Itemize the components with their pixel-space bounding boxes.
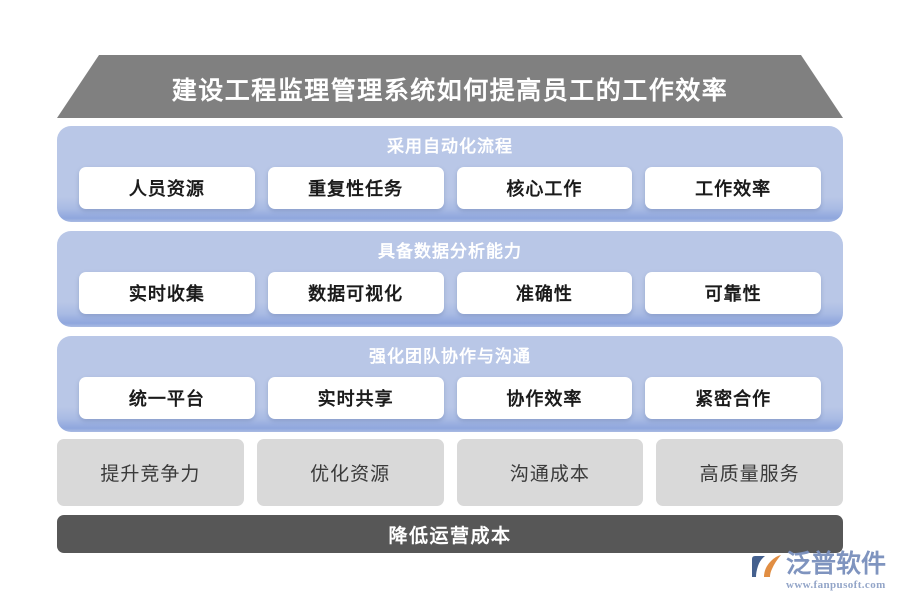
section-band-collaboration: 强化团队协作与沟通 统一平台 实时共享 协作效率 紧密合作 <box>57 336 843 432</box>
feature-card[interactable]: 协作效率 <box>456 377 633 419</box>
feature-card[interactable]: 紧密合作 <box>645 377 821 419</box>
section-title: 采用自动化流程 <box>387 137 513 156</box>
section-card-row: 统一平台 实时共享 协作效率 紧密合作 <box>79 377 821 419</box>
logo-name: 泛普软件 <box>785 551 886 578</box>
section-band-automation: 采用自动化流程 人员资源 重复性任务 核心工作 工作效率 <box>57 126 843 222</box>
section-card-row: 实时收集 数据可视化 准确性 可靠性 <box>79 272 821 314</box>
outcome-card-row: 提升竞争力 优化资源 沟通成本 高质量服务 <box>57 439 843 506</box>
feature-card[interactable]: 实时收集 <box>79 272 255 314</box>
footer-label: 降低运营成本 <box>388 525 512 547</box>
feature-card[interactable]: 实时共享 <box>267 377 444 419</box>
feature-card[interactable]: 人员资源 <box>79 167 255 209</box>
page-title: 建设工程监理管理系统如何提高员工的工作效率 <box>171 78 729 105</box>
section-band-data-analysis: 具备数据分析能力 实时收集 数据可视化 准确性 可靠性 <box>57 231 843 327</box>
feature-card[interactable]: 准确性 <box>456 272 633 314</box>
outcome-card[interactable]: 沟通成本 <box>456 439 644 506</box>
feature-card[interactable]: 数据可视化 <box>267 272 444 314</box>
section-title: 强化团队协作与沟通 <box>369 347 531 366</box>
outcome-card[interactable]: 提升竞争力 <box>57 439 244 506</box>
feature-card[interactable]: 统一平台 <box>79 377 255 419</box>
logo-url: www.fanpusoft.com <box>785 579 886 591</box>
footer-bar: 降低运营成本 <box>57 515 843 553</box>
outcome-card[interactable]: 优化资源 <box>256 439 444 506</box>
fanpu-swoosh-icon <box>751 554 782 577</box>
logo-text: 泛普软件 www.fanpusoft.com <box>786 552 886 592</box>
feature-card[interactable]: 工作效率 <box>645 167 821 209</box>
section-card-row: 人员资源 重复性任务 核心工作 工作效率 <box>79 167 821 209</box>
outcome-card[interactable]: 高质量服务 <box>656 439 843 506</box>
brand-logo: 泛普软件 www.fanpusoft.com <box>751 552 886 592</box>
section-title: 具备数据分析能力 <box>378 242 522 261</box>
header-banner: 建设工程监理管理系统如何提高员工的工作效率 <box>57 55 843 118</box>
feature-card[interactable]: 核心工作 <box>456 167 633 209</box>
feature-card[interactable]: 可靠性 <box>645 272 821 314</box>
feature-card[interactable]: 重复性任务 <box>267 167 444 209</box>
